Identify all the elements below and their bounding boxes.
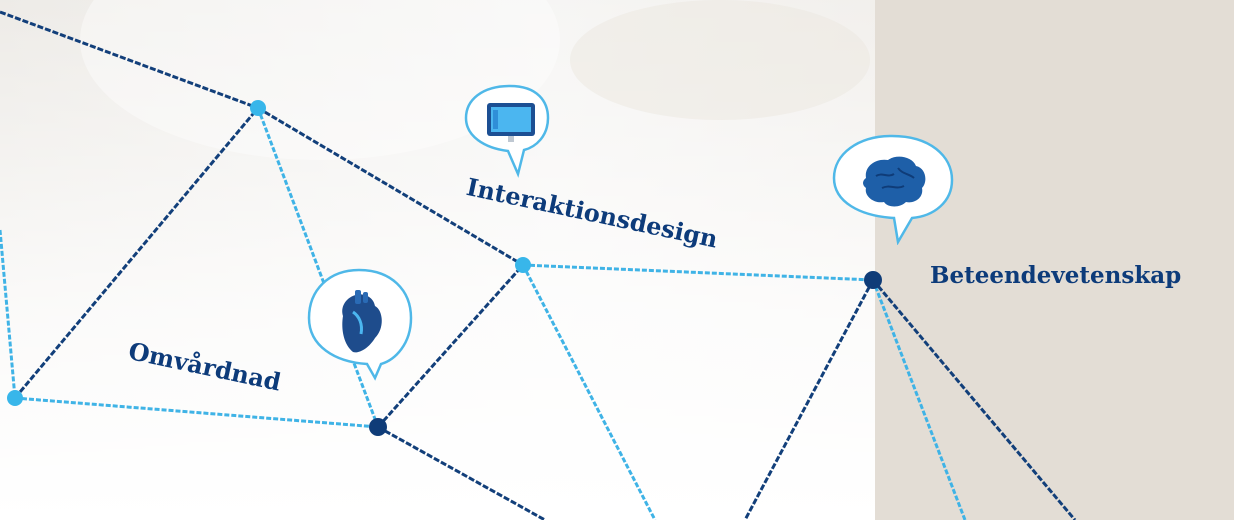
light-line [521, 264, 657, 520]
light-line [871, 279, 967, 520]
dark-network-lines [0, 10, 1077, 520]
dark-line [743, 279, 875, 520]
behavior-bubble [832, 134, 954, 245]
network-node-dark [369, 418, 387, 436]
label-beteendevetenskap: Beteendevetenskap [930, 262, 1182, 289]
light-line [14, 396, 379, 429]
dark-line [871, 279, 1077, 520]
network-node [515, 257, 531, 273]
light-line [256, 107, 380, 428]
dark-line [257, 106, 524, 267]
nursing-bubble [307, 268, 413, 381]
light-line [522, 263, 874, 282]
dark-line [0, 10, 259, 110]
network-node [250, 100, 266, 116]
blurred-shape [570, 0, 870, 120]
right-panel [875, 0, 1234, 520]
light-network-lines [0, 107, 967, 520]
heart-icon [342, 290, 382, 353]
blurred-shape [80, 0, 560, 160]
brain-icon [863, 156, 926, 207]
network-node [7, 390, 23, 406]
computer-monitor-icon [487, 103, 535, 142]
network-node-dark [864, 271, 882, 289]
light-line [0, 229, 17, 399]
dark-line [13, 107, 260, 399]
dark-line [376, 263, 525, 429]
interaction-bubble [464, 84, 550, 178]
